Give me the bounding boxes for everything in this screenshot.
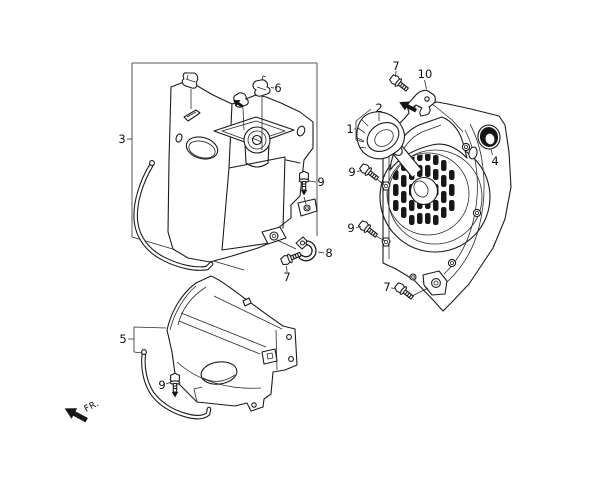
callout-8: 8: [325, 246, 332, 260]
callout-6: 6: [274, 81, 281, 95]
callout-10: 10: [418, 67, 433, 81]
clamp-8: [276, 236, 325, 262]
callout-1-bracket: [354, 108, 372, 143]
callout-labels: 3 6 9 8 7 5 9 7 10 2 1 9 9 4 7 FR.: [83, 59, 499, 415]
callout-2: 2: [375, 101, 382, 115]
callout-3: 3: [118, 132, 125, 146]
callout-1: 1: [346, 122, 353, 136]
callout-5: 5: [119, 332, 126, 346]
bolt-9-box: [298, 170, 317, 205]
callout-9-cover-upper: 9: [348, 165, 355, 179]
callout-7-bottom: 7: [383, 280, 390, 294]
lower-wire-guide: [141, 349, 212, 420]
callout-7-top: 7: [392, 59, 399, 73]
bolt-7-top: [388, 70, 411, 94]
upper-wire-guide: [133, 160, 214, 271]
fr-label: FR.: [83, 399, 101, 415]
clip-upper-left: [181, 72, 199, 109]
bolt-7-mid: [279, 249, 303, 273]
lower-shroud: [166, 275, 298, 412]
callout-7-mid: 7: [283, 270, 290, 284]
fan-cover: [379, 98, 512, 312]
part3-detail-box: [131, 62, 318, 271]
fr-arrow-icon: [64, 408, 88, 423]
upper-shroud: [167, 79, 318, 263]
clip-upper-mid: [233, 92, 249, 131]
callout-4: 4: [491, 154, 498, 168]
fr-arrow: [64, 408, 88, 423]
bolt-9-cover-lower: [355, 219, 386, 242]
callout-9-box: 9: [317, 175, 324, 189]
part6-clip: [252, 75, 275, 150]
callout-5-bracket: [128, 326, 167, 354]
grommet-4: [477, 124, 501, 156]
callout-9-cover-lower: 9: [347, 221, 354, 235]
oil-filler-neck: [243, 126, 271, 168]
bolt-9-cover-upper: [356, 162, 385, 186]
callout-9-lower-shroud: 9: [158, 378, 165, 392]
bracket-10: [399, 79, 464, 133]
starter-cup: [356, 111, 405, 160]
bolt-9-lower-shroud: [165, 372, 181, 399]
vent-slots: [393, 154, 455, 225]
bolt-7-bottom: [390, 281, 429, 302]
